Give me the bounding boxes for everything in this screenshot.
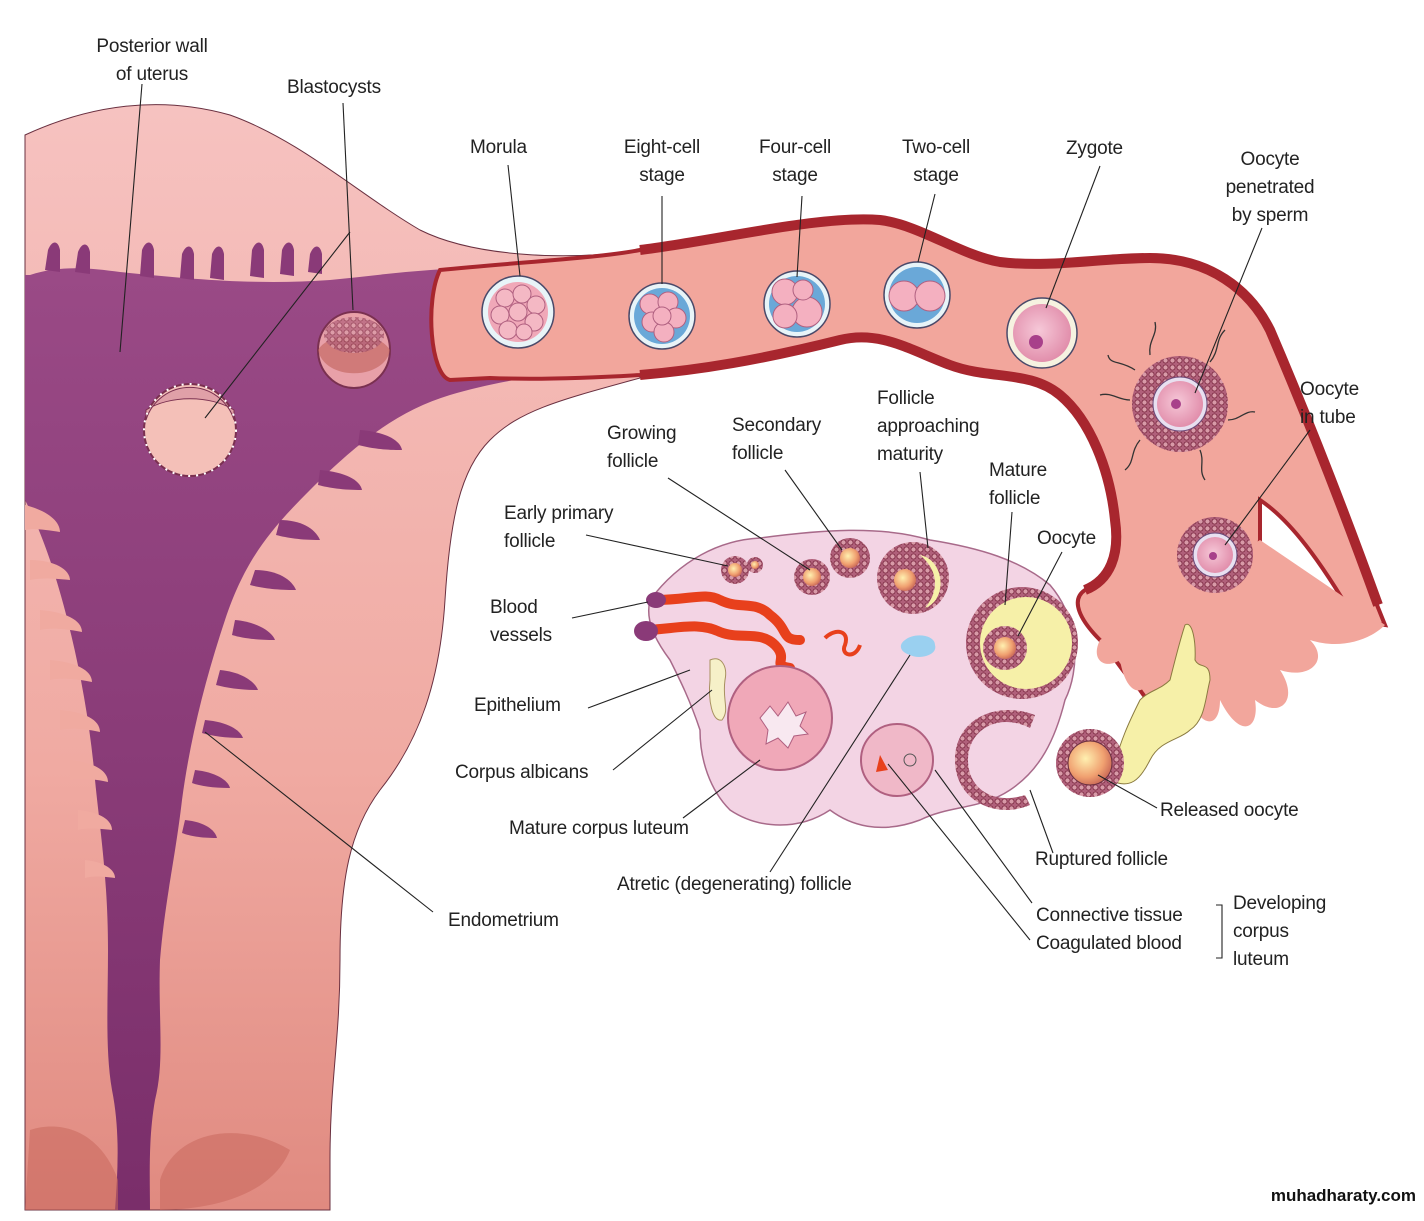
label-epithelium: Epithelium [474, 695, 561, 716]
blastocyst-implanting [143, 383, 237, 477]
label-coagulated-blood: Coagulated blood [1036, 933, 1182, 954]
label-oocyte: Oocyte [1037, 528, 1096, 549]
corpus-albicans [727, 665, 833, 771]
label-corpus-albicans: Corpus albicans [455, 762, 589, 783]
label-secondary-follicle: Secondary follicle [732, 415, 822, 464]
label-growing-follicle: Growing follicle [607, 423, 677, 472]
zygote [1006, 297, 1078, 369]
growing-follicle [794, 559, 830, 595]
label-oocyte-in-tube: Oocyte in tube [1300, 379, 1359, 428]
ruptured-follicle [955, 710, 1035, 810]
early-primary-follicle [721, 556, 763, 584]
label-early-primary-follicle: Early primary follicle [504, 503, 614, 552]
label-developing-corpus-luteum: Developing corpus luteum [1233, 893, 1327, 970]
label-two-cell-stage: Two-cell stage [901, 137, 971, 186]
label-eight-cell-stage: Eight-cell stage [623, 137, 701, 186]
atretic-follicle [900, 635, 936, 657]
morula [481, 275, 555, 349]
blastocyst [317, 311, 391, 389]
label-mature-corpus-luteum: Mature corpus luteum [509, 818, 689, 839]
eight-cell-stage [628, 282, 696, 350]
epithelium [709, 658, 727, 721]
label-posterior-wall: Posterior wall of uterus [96, 36, 208, 85]
secondary-follicle [830, 538, 870, 578]
four-cell-stage [763, 270, 831, 338]
mature-follicle [966, 587, 1078, 699]
label-morula: Morula [470, 137, 527, 158]
label-atretic-follicle: Atretic (degenerating) follicle [617, 874, 852, 895]
label-zygote: Zygote [1066, 138, 1123, 159]
oocyte-in-tube [1177, 517, 1253, 593]
oocyte-penetrated [1099, 321, 1256, 481]
developing-corpus-luteum [860, 723, 934, 797]
uterine-cavity [25, 268, 640, 1210]
cervix [25, 1126, 118, 1210]
blood-vessels [634, 591, 862, 673]
leader-lines [119, 83, 1311, 959]
endometrial-glands [25, 505, 115, 878]
label-ruptured-follicle: Ruptured follicle [1035, 849, 1168, 870]
tube-wall [639, 214, 1383, 607]
label-follicle-approaching: Follicle approaching maturity [877, 388, 980, 465]
label-connective-tissue: Connective tissue [1036, 905, 1183, 926]
follicular-fluid [1109, 623, 1211, 785]
label-four-cell-stage: Four-cell stage [758, 137, 832, 186]
label-endometrium: Endometrium [448, 910, 559, 931]
label-blastocysts: Blastocysts [287, 77, 381, 98]
label-blood-vessels: Blood vessels [490, 597, 552, 646]
label-oocyte-penetrated: Oocyte penetrated by sperm [1225, 149, 1315, 226]
watermark: muhadharaty.com [1270, 1186, 1416, 1205]
fimbriae [1096, 540, 1385, 727]
label-released-oocyte: Released oocyte [1160, 800, 1299, 821]
endometrial-glands-right [182, 430, 402, 838]
released-oocyte [1056, 729, 1124, 797]
two-cell-stage [883, 261, 951, 329]
label-mature-follicle: Mature follicle [989, 460, 1047, 509]
follicle-approaching-maturity [877, 542, 949, 614]
